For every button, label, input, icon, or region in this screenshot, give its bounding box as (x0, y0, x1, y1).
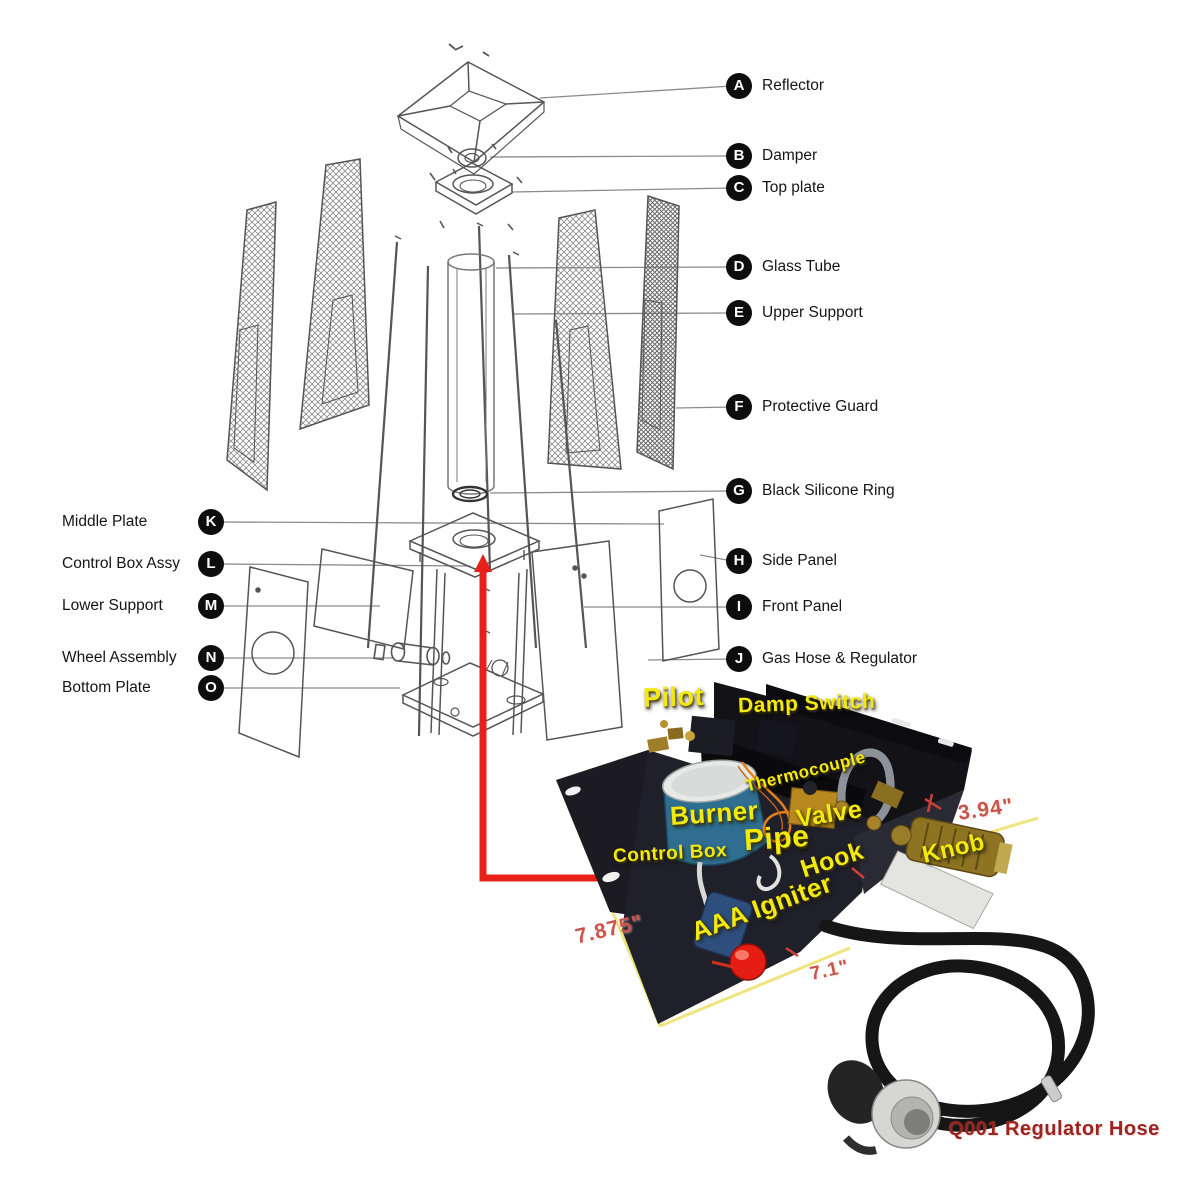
callout-label-reflector: Reflector (762, 77, 825, 94)
callout-badge-middle-plate: K (198, 509, 224, 535)
bracket-hole (602, 871, 620, 883)
thermocouple-wire (737, 765, 783, 831)
callout-label-glass-tube: Glass Tube (762, 258, 841, 275)
callout-badge-damper: B (726, 143, 752, 169)
leader-lines (217, 85, 733, 689)
regulator-part (827, 1060, 941, 1155)
damp-switch-part (755, 719, 799, 757)
brass-fitting (834, 800, 850, 816)
box-top-flange (766, 684, 972, 764)
red-pointer-line (474, 554, 607, 882)
callout-label-lower-support: Lower Support (62, 597, 163, 614)
callout-label-wheel-assembly: Wheel Assembly (62, 649, 177, 666)
callout-badge-side-panel: H (726, 548, 752, 574)
callout-badge-reflector: A (726, 73, 752, 99)
callout-label-side-panel: Side Panel (762, 552, 837, 569)
dimension-ticks (785, 793, 942, 958)
callout-badge-upper-support: E (726, 300, 752, 326)
hose-ferrule (1040, 1075, 1063, 1103)
top-plate-drawing (429, 162, 523, 231)
photo-label-pilot: Pilot (642, 680, 705, 714)
callout-label-gas-hose: Gas Hose & Regulator (762, 650, 918, 667)
callout-label-front-panel: Front Panel (762, 598, 843, 615)
callout-label-middle-plate: Middle Plate (62, 513, 148, 530)
control-box-photo (556, 682, 1095, 1155)
wheel-assembly-drawing (373, 642, 451, 666)
callout-badge-top-plate: C (726, 175, 752, 201)
gas-hose-coil (819, 919, 1095, 1132)
photo-label-damp-switch: Damp Switch (737, 689, 876, 718)
thermocouple-wire (740, 761, 805, 843)
left-panels-drawing (238, 548, 414, 759)
callout-badge-control-box-assy: L (198, 551, 224, 577)
igniter-part (693, 891, 767, 981)
hook-part (756, 854, 782, 892)
valve-part (787, 781, 839, 829)
callout-label-protective-guard: Protective Guard (762, 398, 879, 415)
callout-badge-lower-support: M (198, 593, 224, 619)
pilot-part (647, 715, 736, 757)
right-panels-drawing (531, 498, 720, 741)
callout-badge-gas-hose: J (726, 646, 752, 672)
flange-slot (892, 717, 911, 728)
callout-label-upper-support: Upper Support (762, 304, 863, 321)
callout-label-silicone-ring: Black Silicone Ring (762, 482, 895, 499)
middle-plate-drawing (408, 512, 541, 578)
regulator-hose-caption: Q001 Regulator Hose (948, 1118, 1160, 1140)
knob-part (870, 780, 1013, 930)
protective-guard-panels (226, 158, 680, 492)
callout-label-bottom-plate: Bottom Plate (62, 679, 151, 696)
heater-exploded-drawing (226, 43, 720, 759)
support-poles (366, 222, 588, 737)
brass-fitting (866, 815, 882, 831)
silicone-ring-drawing (451, 485, 489, 503)
flange-slot (937, 738, 954, 747)
callout-label-damper: Damper (762, 147, 818, 164)
callout-badge-glass-tube: D (726, 254, 752, 280)
callout-badge-silicone-ring: G (726, 478, 752, 504)
callout-badge-front-panel: I (726, 594, 752, 620)
callout-badge-bottom-plate: O (198, 675, 224, 701)
callout-badge-protective-guard: F (726, 394, 752, 420)
callout-label-top-plate: Top plate (762, 179, 825, 196)
burner-part (661, 759, 769, 866)
bracket-hole (565, 786, 581, 796)
braided-hose-texture (837, 748, 895, 827)
callout-label-control-box-assy: Control Box Assy (62, 555, 181, 572)
glass-tube-drawing (447, 253, 495, 495)
reflector-drawing (396, 43, 546, 175)
callout-badge-wheel-assembly: N (198, 645, 224, 671)
photo-label-pipe: Pipe (742, 819, 811, 858)
